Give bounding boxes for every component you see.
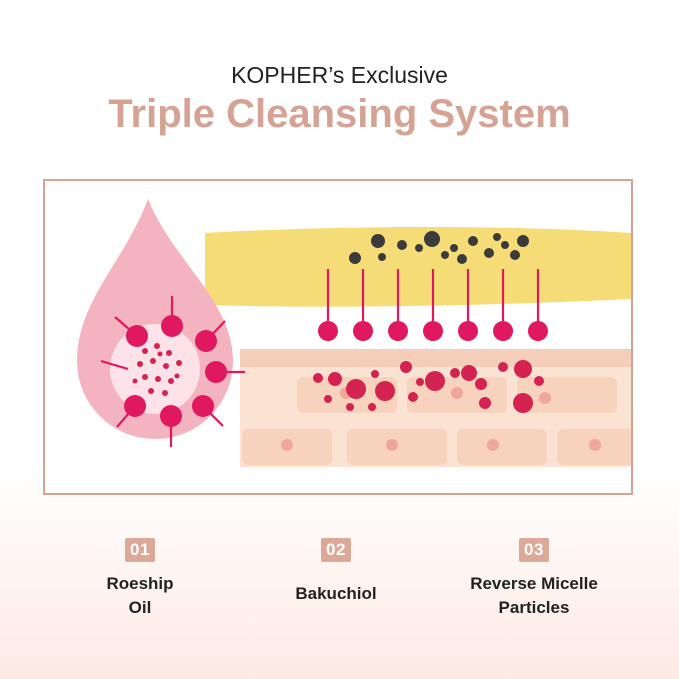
feature-number-badge: 01 [125,538,155,562]
feature-label: Bakuchiol [295,584,377,603]
sebum-band [205,227,631,307]
skin-layers [240,349,631,467]
impurity-particles [313,360,544,413]
feature-reverse-micelle: 03 Reverse Micelle Particles [444,538,624,620]
illustration-frame [43,179,633,495]
page-title: Triple Cleansing System [108,92,571,136]
micelle-pins [318,269,548,341]
feature-bakuchiol: 02 Bakuchiol [246,538,426,606]
feature-rosehip-oil: 01 Roeship Oil [50,538,230,620]
feature-number-badge: 03 [519,538,549,562]
feature-label: Reverse Micelle Particles [470,574,598,617]
eyebrow-text: KOPHER’s Exclusive [231,62,448,88]
dirt-particles [349,231,529,264]
feature-number-badge: 02 [321,538,351,562]
feature-label: Roeship Oil [106,574,174,617]
cleansing-illustration [77,199,631,467]
